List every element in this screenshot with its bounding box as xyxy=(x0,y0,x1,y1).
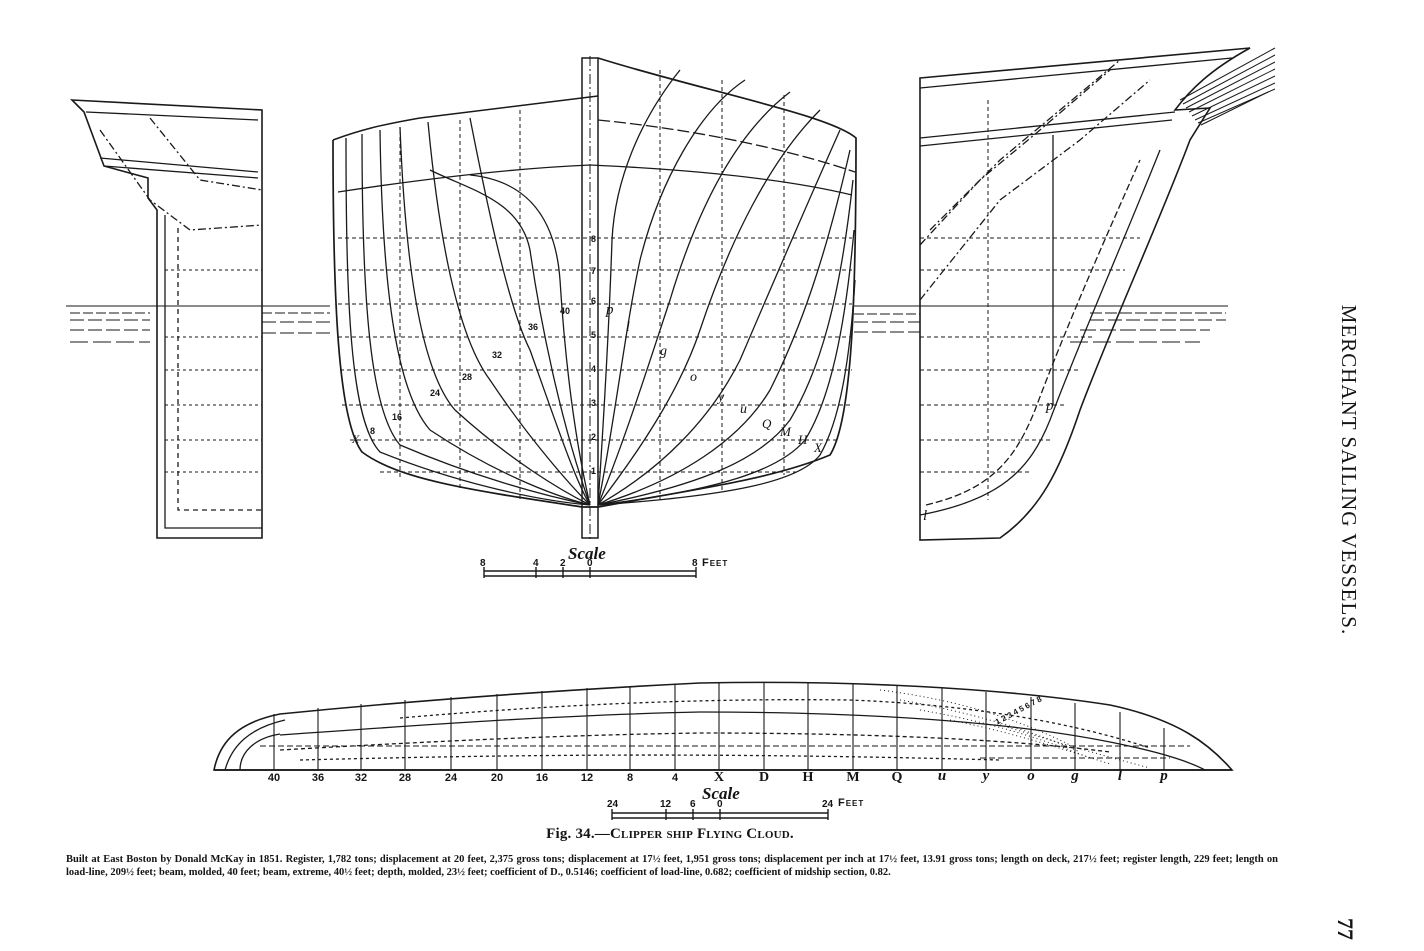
station-label: M xyxy=(846,770,860,785)
station-label: u xyxy=(937,768,947,784)
upper-scale-tick: 0 xyxy=(587,558,593,569)
half-breadth-plan xyxy=(213,681,1234,771)
station-label: D xyxy=(758,770,770,785)
fore-label: X xyxy=(814,440,822,455)
upper-scale-tick: 8 xyxy=(480,558,486,569)
bow-label-p: p xyxy=(1046,398,1054,414)
aft-label: 32 xyxy=(492,350,503,360)
lower-scale-bar xyxy=(611,809,829,820)
station-label: 40 xyxy=(267,772,281,784)
fore-label: H xyxy=(798,432,808,447)
lower-scale-tick: 6 xyxy=(690,799,696,810)
centerline-mark: 6 xyxy=(591,296,597,306)
station-label: 16 xyxy=(535,772,549,784)
aft-label: 8 xyxy=(370,426,376,436)
upper-scale-unit: Feet xyxy=(702,557,729,569)
bow-elevation xyxy=(919,47,1276,541)
aft-label: 28 xyxy=(462,372,473,382)
page-number: 77 xyxy=(1333,918,1358,940)
figure-caption: Fig. 34.—Clipper ship Flying Cloud. xyxy=(0,826,1340,843)
station-label: 24 xyxy=(444,772,458,784)
lower-scale-tick: 24 xyxy=(822,799,834,810)
station-label: 4 xyxy=(671,772,679,784)
station-label: 20 xyxy=(490,772,504,784)
fore-label: l xyxy=(626,320,630,335)
waterline-hatching xyxy=(66,305,1228,343)
upper-scale-title: Scale xyxy=(568,544,606,563)
fore-label: g xyxy=(660,344,667,359)
station-label: 36 xyxy=(311,772,325,784)
station-label: 8 xyxy=(626,772,634,784)
aft-label: 36 xyxy=(528,322,539,332)
body-plan xyxy=(332,56,857,540)
fore-label: p xyxy=(606,302,614,318)
upper-scale-bar xyxy=(483,567,697,578)
fore-label: y xyxy=(718,390,725,405)
station-label: l xyxy=(1117,768,1123,784)
bow-label-l: l xyxy=(923,508,928,524)
aft-label: 40 xyxy=(560,306,571,316)
aft-label: 16 xyxy=(392,412,403,422)
station-label: y xyxy=(982,768,990,784)
upper-scale-tick: 2 xyxy=(560,558,566,569)
station-label: Q xyxy=(891,770,903,785)
station-label: 28 xyxy=(398,772,412,784)
station-label: p xyxy=(1160,768,1168,784)
centerline-mark: 3 xyxy=(591,398,597,408)
caption-title: Clipper ship Flying Cloud. xyxy=(610,826,794,842)
centerline-mark: 7 xyxy=(591,266,597,276)
station-label: g xyxy=(1071,768,1079,784)
upper-scale-tick: 4 xyxy=(533,558,539,569)
caption-prefix: Fig. 34.— xyxy=(546,826,610,842)
centerline-mark: 2 xyxy=(591,432,597,442)
aft-label: X xyxy=(352,432,360,446)
station-label: 32 xyxy=(354,772,368,784)
lower-scale-tick: 24 xyxy=(607,799,619,810)
station-label: o xyxy=(1027,768,1035,784)
station-label: 12 xyxy=(580,772,594,784)
centerline-mark: 4 xyxy=(591,364,597,374)
fore-label: M xyxy=(780,424,791,439)
lower-scale-tick: 0 xyxy=(717,799,723,810)
upper-scale-tick: 8 xyxy=(692,558,698,569)
centerline-mark: 1 xyxy=(591,466,597,476)
running-title: MERCHANT SAILING VESSELS. xyxy=(1337,304,1361,636)
fore-label: o xyxy=(690,370,697,385)
figure-description: Built at East Boston by Donald McKay in … xyxy=(66,854,1278,878)
centerline-mark: 8 xyxy=(591,234,597,244)
station-label: H xyxy=(802,770,814,785)
centerline-mark: 5 xyxy=(591,330,597,340)
lower-scale-tick: 12 xyxy=(660,799,672,810)
lower-scale-unit: Feet xyxy=(838,797,865,809)
fore-label: u xyxy=(740,402,747,417)
stern-elevation xyxy=(69,99,263,539)
lower-scale-title: Scale xyxy=(702,784,740,803)
fore-label: Q xyxy=(762,416,772,431)
station-label: X xyxy=(713,770,725,785)
aft-label: 24 xyxy=(430,388,441,398)
